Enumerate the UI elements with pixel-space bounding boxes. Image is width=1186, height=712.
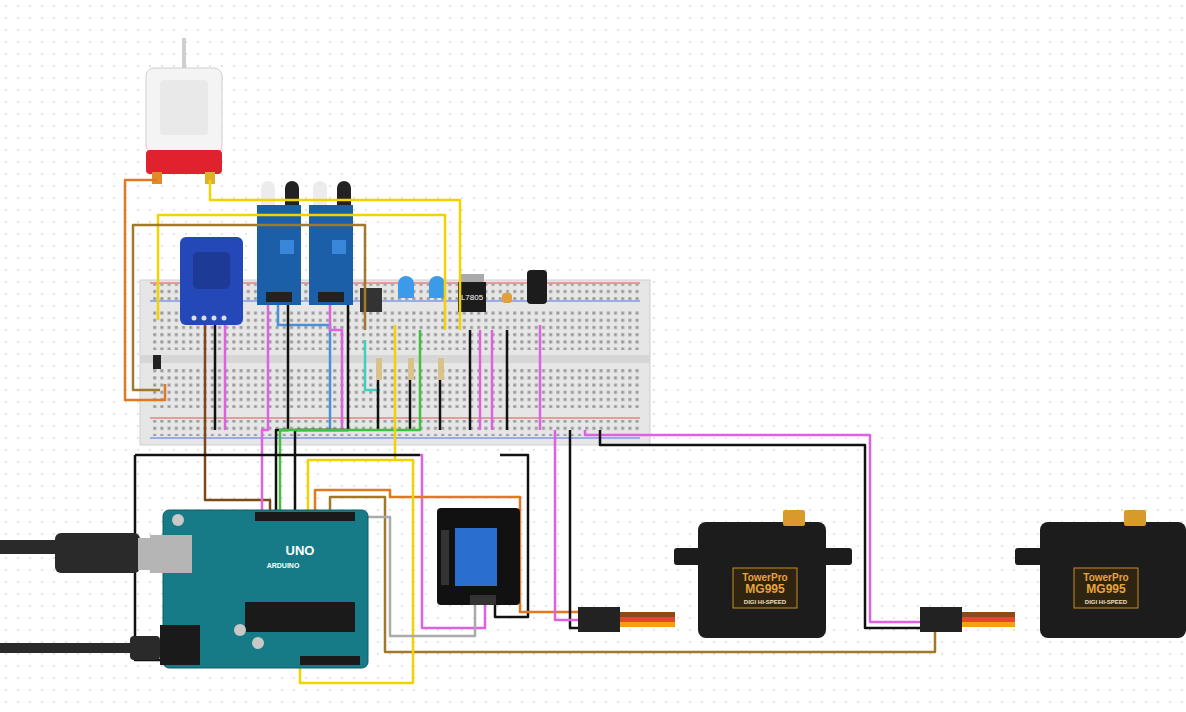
wires <box>125 180 935 683</box>
servo-motor <box>920 510 1186 638</box>
part-label: TowerPro <box>1083 572 1128 583</box>
led <box>398 276 414 298</box>
resistor <box>376 358 444 380</box>
voltage-regulator <box>458 274 486 312</box>
servo-motor <box>578 510 852 638</box>
sensor-module <box>180 237 243 325</box>
relay-module <box>437 508 520 605</box>
part-label: DIGI HI-SPEED <box>744 599 786 606</box>
electrolytic-capacitor <box>527 270 547 304</box>
part-label: UNO <box>286 544 315 558</box>
part-label: DIGI HI-SPEED <box>1085 599 1127 606</box>
part-label: MG995 <box>745 583 784 596</box>
transistor <box>360 288 382 312</box>
part-label: TowerPro <box>742 572 787 583</box>
dc-motor <box>146 38 222 184</box>
led <box>429 276 445 298</box>
arduino-board <box>0 510 368 668</box>
part-label: MG995 <box>1086 583 1125 596</box>
capacitor <box>502 293 512 303</box>
part-label: L7805 <box>461 294 483 303</box>
part-label: ARDUINO <box>267 562 300 570</box>
